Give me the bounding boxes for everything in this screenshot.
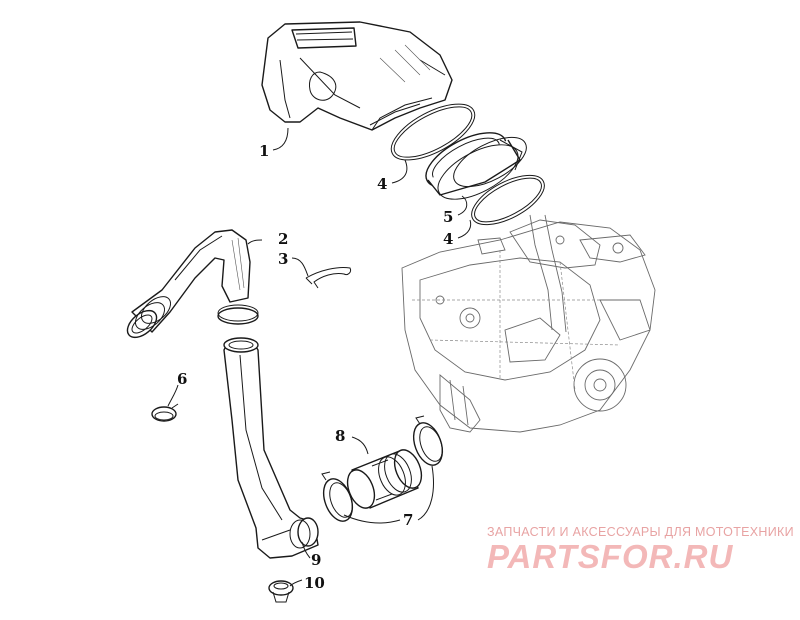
callout-2: 2 — [278, 230, 288, 248]
part-hose-clamp-right — [412, 415, 444, 466]
part-air-box — [261, 21, 453, 131]
part-hose-clamp-left — [321, 471, 354, 522]
engine-block — [401, 214, 656, 433]
leader-lines — [167, 127, 472, 587]
callout-3: 3 — [278, 250, 288, 268]
callout-8: 8 — [335, 427, 345, 445]
callout-4-upper: 4 — [377, 175, 387, 193]
watermark-logo: PARTSFOR.RU — [487, 538, 734, 575]
part-o-ring-lower — [471, 174, 545, 226]
callout-1: 1 — [259, 142, 269, 160]
callout-labels: 1 2 3 4 5 4 6 8 7 9 10 — [177, 142, 453, 592]
part-small-clamp — [151, 403, 179, 422]
part-intake-boot — [425, 132, 527, 200]
callout-6: 6 — [177, 370, 187, 388]
part-intake-tube-upper — [126, 229, 259, 339]
watermark-tagline: ЗАПЧАСТИ И АКСЕССУАРЫ ДЛЯ МОТОТЕХНИКИ — [487, 525, 794, 539]
callout-5: 5 — [443, 208, 453, 226]
part-intake-duct — [223, 337, 319, 559]
callout-10: 10 — [304, 574, 325, 592]
part-o-ring-upper — [390, 103, 476, 161]
callout-7: 7 — [403, 511, 413, 529]
part-clip — [305, 267, 351, 289]
callout-9: 9 — [311, 551, 321, 569]
callout-4-lower: 4 — [443, 230, 453, 248]
part-coupler-sleeve — [346, 449, 423, 509]
part-grommet — [268, 580, 294, 603]
